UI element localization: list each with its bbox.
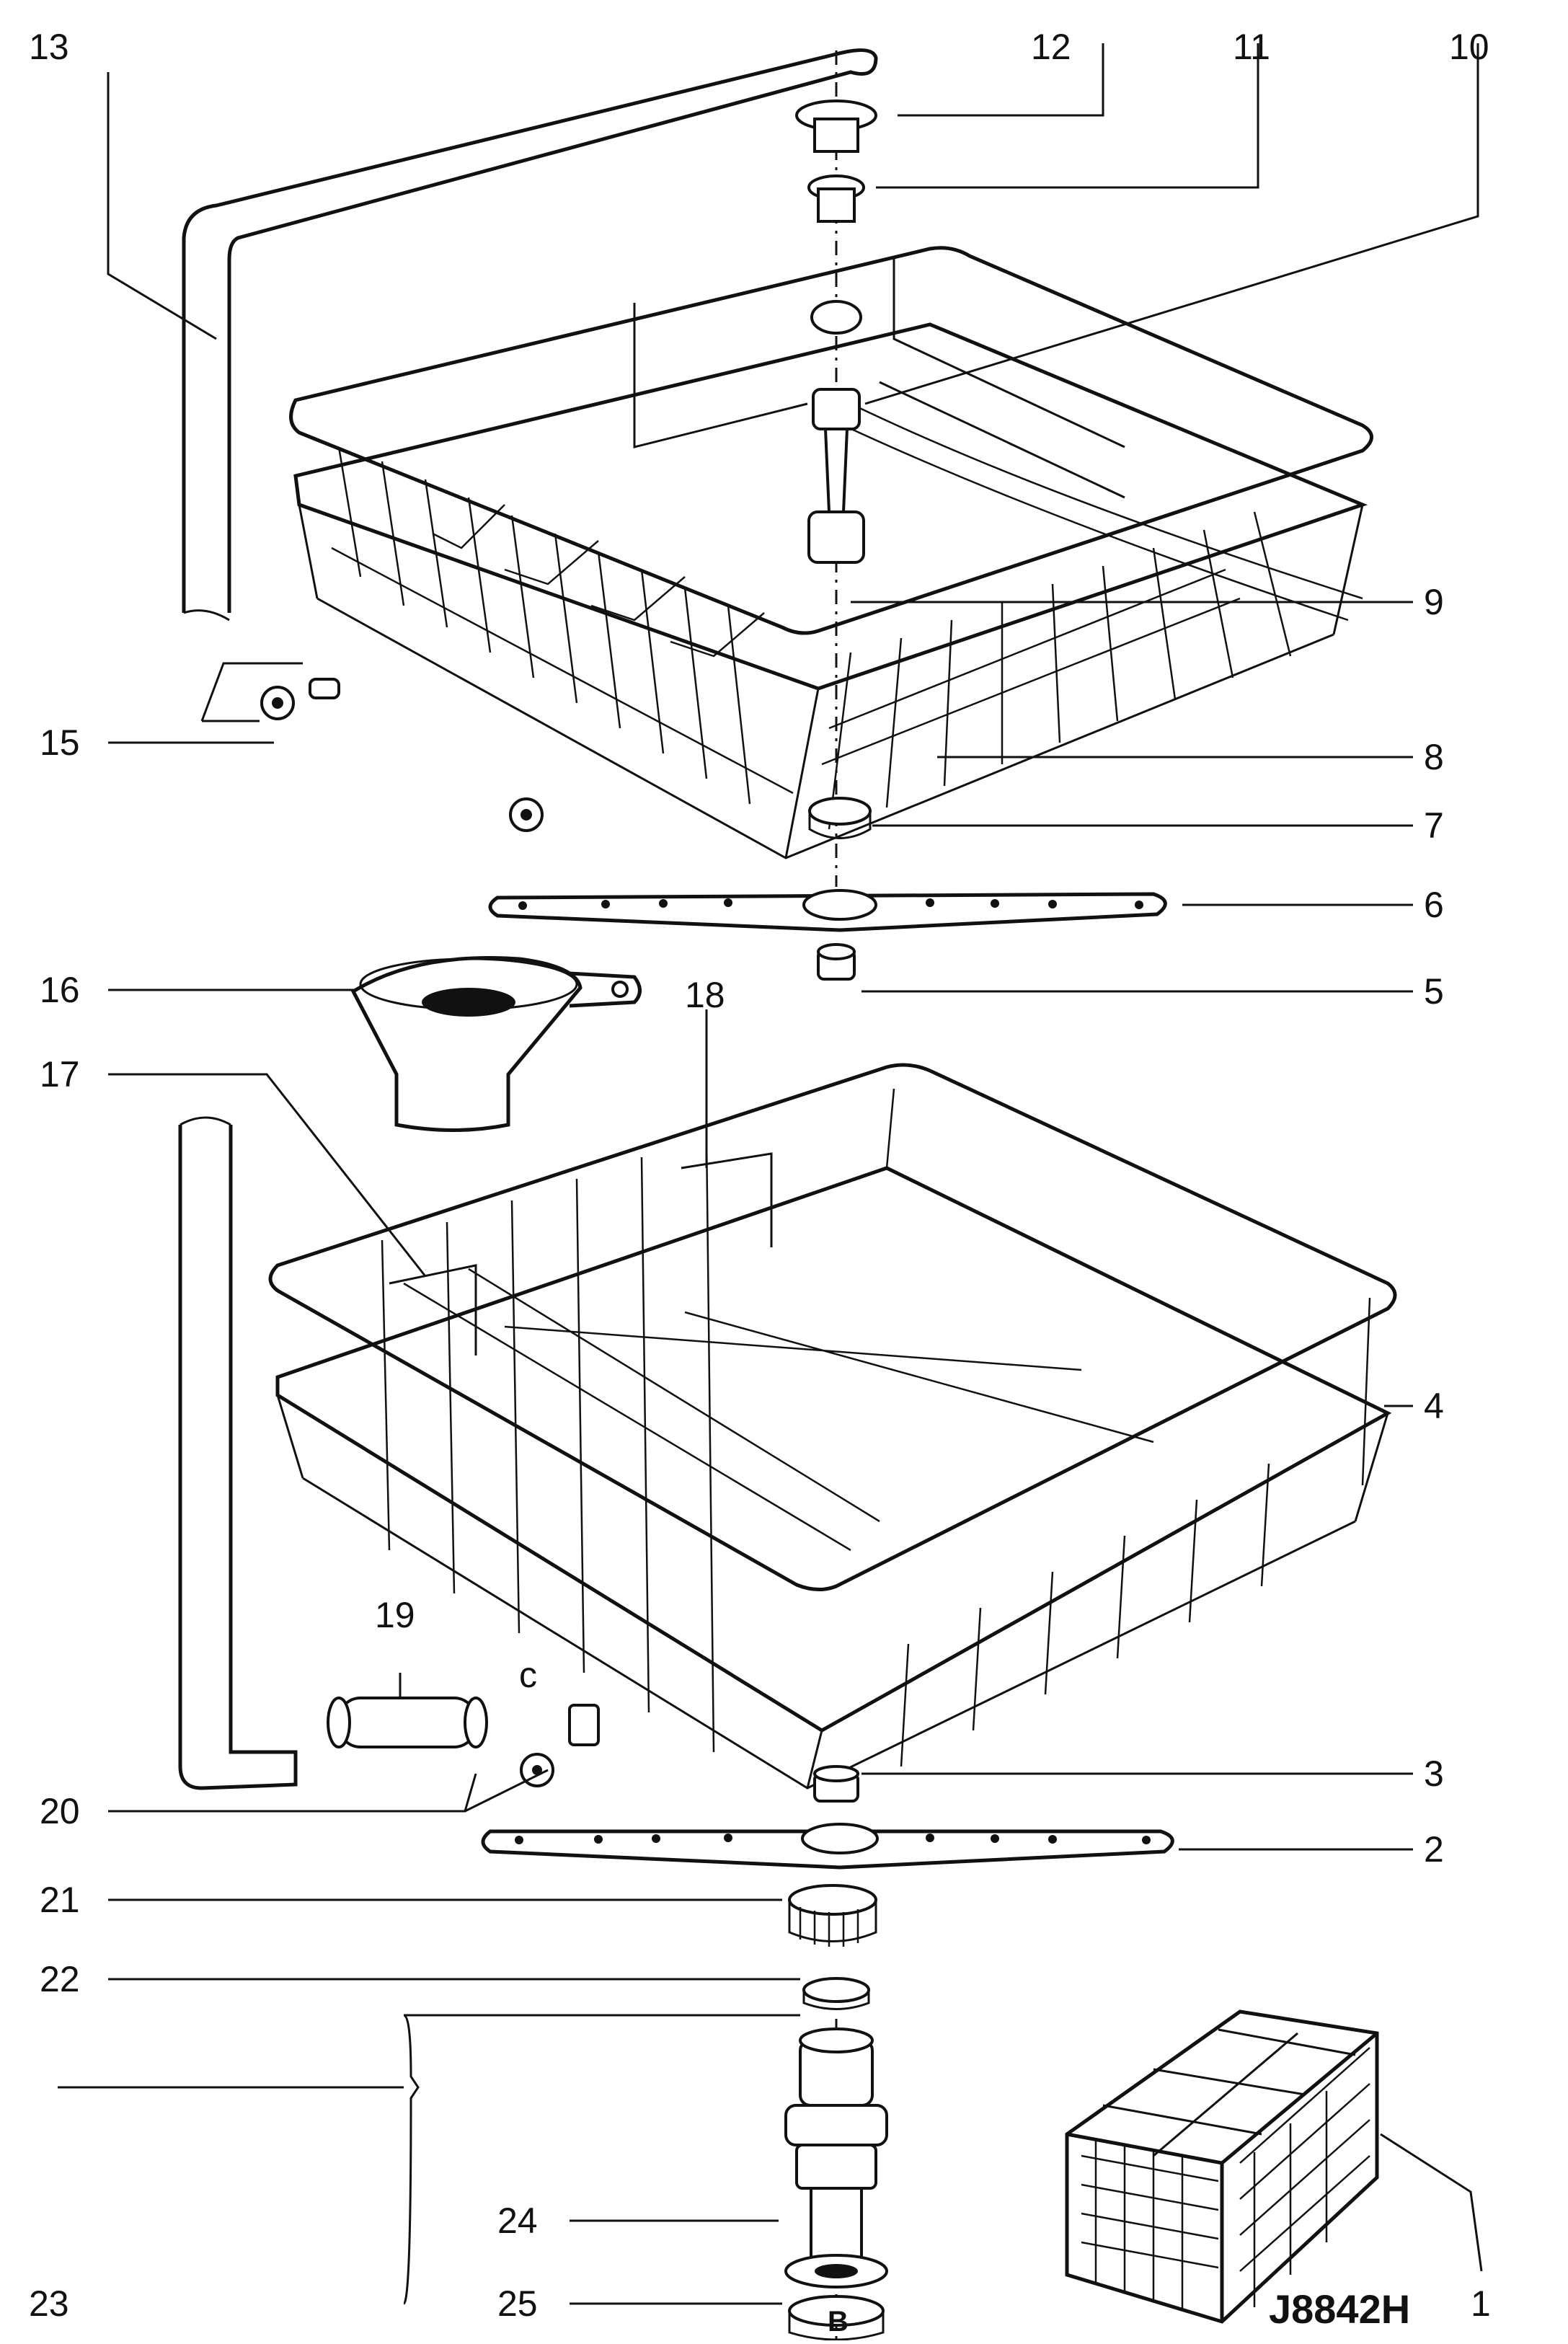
callout-2: 2 <box>1424 1829 1444 1870</box>
lower-supply-pipe <box>178 1116 298 1790</box>
callout-17: 17 <box>40 1054 80 1094</box>
cutlery-basket <box>1065 2009 1379 2324</box>
seal-ring <box>802 1977 870 2010</box>
callout-1: 1 <box>1471 2283 1491 2324</box>
callout-7: 7 <box>1424 805 1444 846</box>
callout-9: 9 <box>1424 582 1444 622</box>
callout-4: 4 <box>1424 1386 1444 1426</box>
upper-basket <box>289 246 1373 859</box>
callout-20: 20 <box>40 1791 80 1831</box>
upper-spray-arm <box>488 889 1167 932</box>
callout-19: 19 <box>375 1595 415 1635</box>
callout-18: 18 <box>685 975 725 1015</box>
callout-b: B <box>828 2306 849 2338</box>
callout-16: 16 <box>40 970 80 1010</box>
callout-3: 3 <box>1424 1753 1444 1794</box>
callout-5: 5 <box>1424 971 1444 1012</box>
callout-13: 13 <box>29 27 69 67</box>
lower-basket <box>268 1063 1397 1790</box>
leader-lines <box>58 43 1483 2305</box>
callout-8: 8 <box>1424 737 1444 777</box>
upper-supply-pipe <box>182 48 878 622</box>
upper-spray-supply <box>795 50 1125 887</box>
salt-funnel <box>350 956 642 1132</box>
callout-15: 15 <box>40 722 80 763</box>
lower-spray-arm <box>481 1823 1174 1870</box>
lower-hub-assembly <box>784 2019 888 2341</box>
callout-10: 10 <box>1449 27 1489 67</box>
threaded-ring <box>788 1884 877 1947</box>
connector-hose <box>327 1697 488 1748</box>
callout-21: 21 <box>40 1880 80 1920</box>
callout-25: 25 <box>497 2283 538 2324</box>
upper-ring <box>808 797 872 839</box>
clip-and-wheel <box>520 1704 600 1787</box>
callout-22: 22 <box>40 1959 80 1999</box>
basket-wheels <box>200 662 544 832</box>
callout-c: c <box>519 1655 537 1695</box>
callout-24: 24 <box>497 2201 538 2241</box>
callout-11: 11 <box>1233 27 1270 67</box>
callout-6: 6 <box>1424 885 1444 925</box>
callout-23: 23 <box>29 2283 69 2324</box>
reference-code: J8842H <box>1269 2286 1411 2332</box>
upper-arm-nut <box>817 943 856 981</box>
callout-12: 12 <box>1031 27 1071 67</box>
lower-arm-nut <box>813 1765 859 1803</box>
